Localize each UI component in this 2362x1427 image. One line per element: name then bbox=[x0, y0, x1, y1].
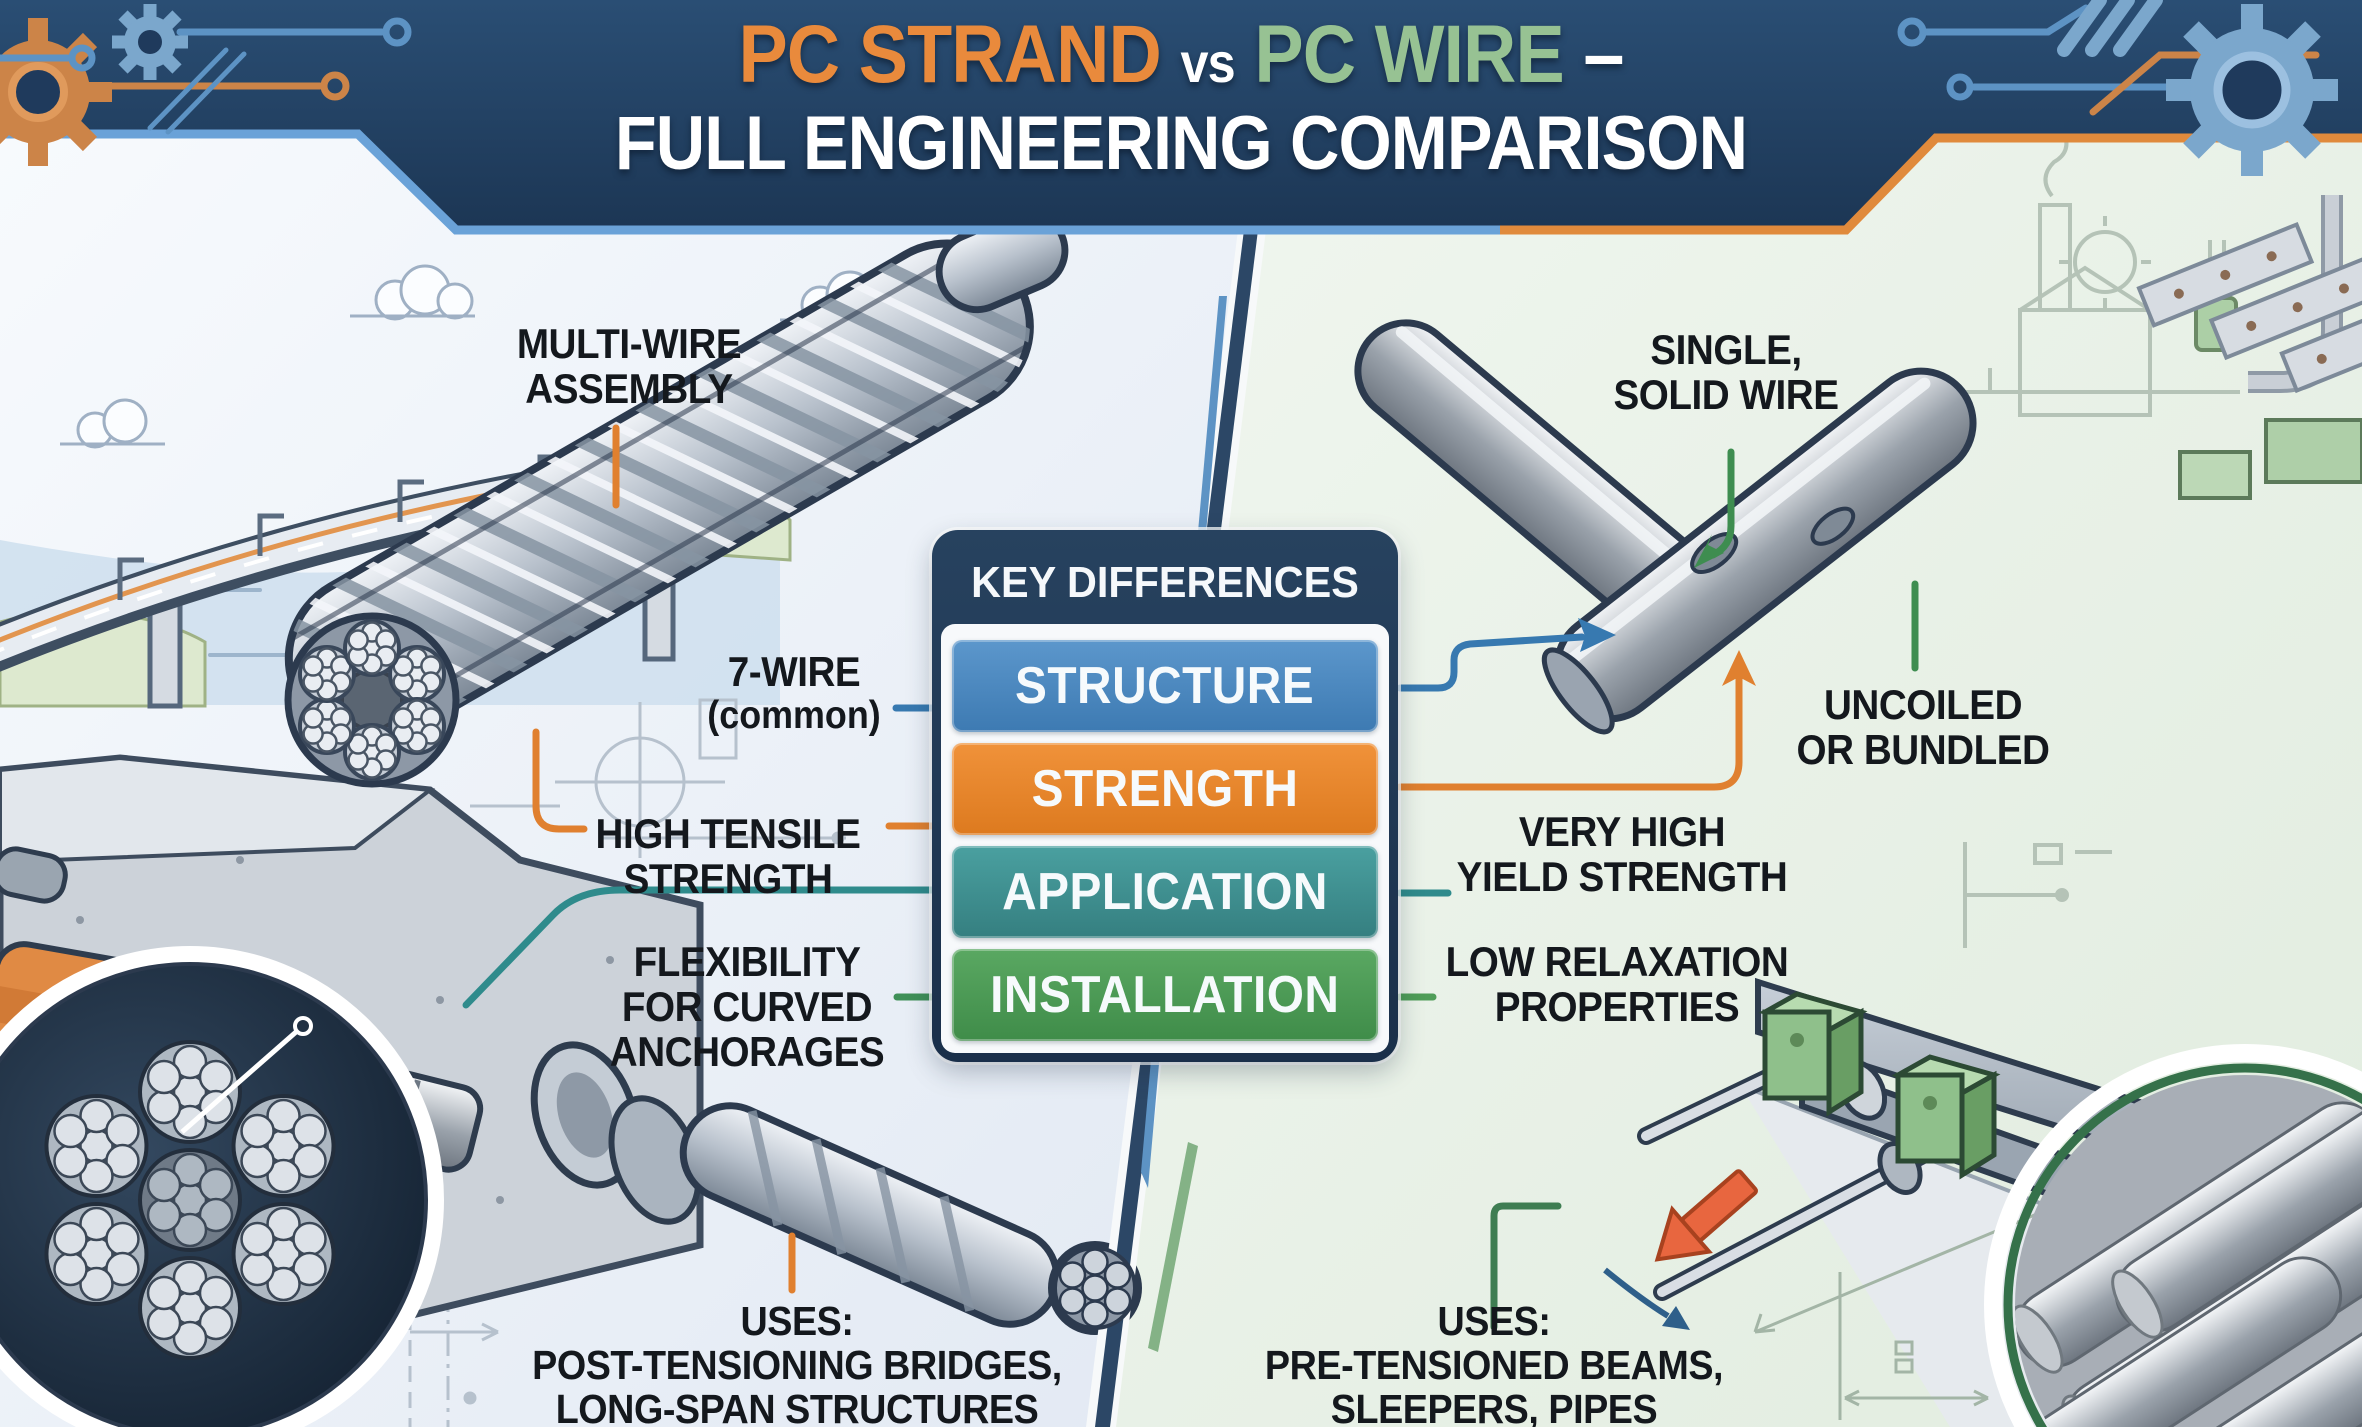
page-title: PC STRAND vs PC WIRE – FULL ENGINEERING … bbox=[118, 0, 2244, 182]
connector-uses-right bbox=[1490, 1202, 1562, 1331]
title-line-2: FULL ENGINEERING COMPARISON bbox=[614, 101, 1748, 186]
label-uses-pc-strand: USES: POST-TENSIONING BRIDGES, LONG-SPAN… bbox=[532, 1298, 1062, 1427]
label-high-tensile-strength: HIGH TENSILE STRENGTH bbox=[595, 810, 861, 902]
tension-force-arrow bbox=[1654, 1169, 1758, 1262]
label-single-solid-wire: SINGLE, SOLID WIRE bbox=[1613, 326, 1839, 418]
strand-cross-section-inset bbox=[0, 946, 444, 1427]
strand-tail-face-wires bbox=[1053, 1246, 1137, 1330]
label-flexibility-anchorages: FLEXIBILITY FOR CURVED ANCHORAGES bbox=[609, 938, 885, 1075]
banner-border-orange bbox=[1500, 133, 2362, 235]
key-differences-box: KEY DIFFERENCES STRUCTURE STRENGTH APPLI… bbox=[932, 530, 1398, 1062]
arrowhead-strength bbox=[1722, 650, 1756, 686]
connector-strength-right bbox=[1396, 674, 1743, 791]
dimension-sketch bbox=[1753, 1196, 2077, 1420]
label-uncoiled-or-bundled: UNCOILED OR BUNDLED bbox=[1796, 681, 2050, 773]
connector-application-left bbox=[462, 886, 938, 1009]
connector-structure-right bbox=[1396, 633, 1586, 692]
inset-pointer-dot bbox=[293, 1016, 313, 1036]
row-installation: INSTALLATION bbox=[952, 949, 1378, 1041]
strand-face-wires bbox=[297, 619, 447, 781]
arrowhead-structure bbox=[1578, 618, 1616, 652]
title-line-1: PC STRAND vs PC WIRE – bbox=[118, 14, 2244, 96]
gear-icon bbox=[2166, 4, 2338, 176]
label-very-high-yield-strength: VERY HIGH YIELD STRENGTH bbox=[1456, 808, 1788, 900]
key-differences-header: KEY DIFFERENCES bbox=[971, 558, 1359, 607]
gear-icon bbox=[112, 4, 188, 80]
label-uses-pc-wire: USES: PRE-TENSIONED BEAMS, SLEEPERS, PIP… bbox=[1264, 1298, 1724, 1427]
circuit-lines-icon bbox=[0, 17, 412, 135]
row-structure: STRUCTURE bbox=[952, 640, 1378, 732]
anchor-block-green bbox=[1758, 991, 1868, 1117]
grout-tube bbox=[0, 846, 68, 904]
connector-strength-left bbox=[532, 728, 588, 833]
title-banner bbox=[0, 0, 2362, 235]
release-direction-arrow bbox=[1603, 1267, 1670, 1319]
title-pc-strand: PC STRAND bbox=[738, 9, 1161, 100]
title-pc-wire: PC WIRE bbox=[1254, 9, 1564, 100]
title-dash: – bbox=[1563, 9, 1624, 100]
label-7-wire: 7-WIRE (common) bbox=[707, 648, 881, 737]
factory-sketch bbox=[1952, 131, 2362, 948]
label-low-relaxation: LOW RELAXATION PROPERTIES bbox=[1445, 938, 1789, 1030]
pc-wire-illustration bbox=[1354, 319, 1977, 735]
label-multi-wire-assembly: MULTI-WIRE ASSEMBLY bbox=[516, 320, 742, 412]
row-strength: STRENGTH bbox=[952, 743, 1378, 835]
row-application: APPLICATION bbox=[952, 846, 1378, 938]
arrowhead-release bbox=[1662, 1306, 1690, 1330]
inset-pointer-line bbox=[180, 1030, 298, 1134]
arrowhead-single-wire bbox=[1694, 534, 1724, 568]
wire-bundle-inset bbox=[1984, 1044, 2362, 1427]
title-vs: vs bbox=[1180, 31, 1235, 94]
anchor-block-green bbox=[1891, 1054, 2001, 1180]
blueprint-sketch-left bbox=[408, 698, 846, 1427]
banner-border-blue bbox=[0, 129, 1500, 235]
